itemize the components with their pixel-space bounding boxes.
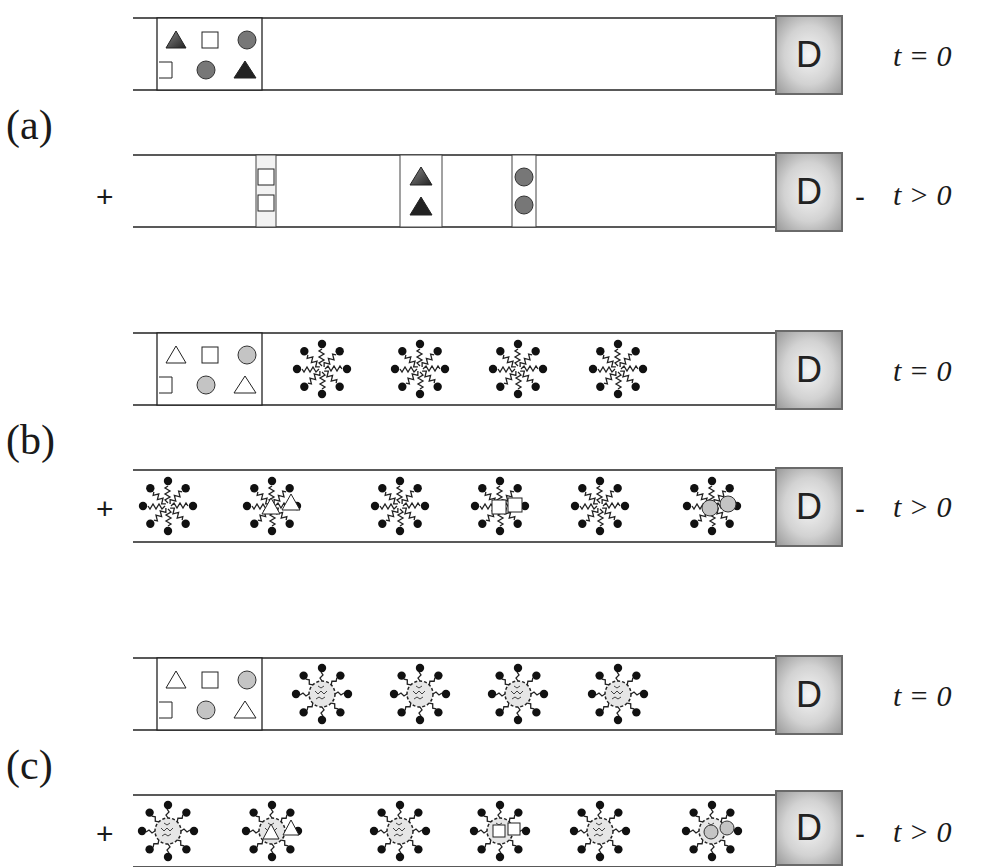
capillary-row (133, 333, 776, 405)
time-label: t = 0 (893, 39, 952, 72)
time-label: t = 0 (893, 679, 952, 712)
time-label: t > 0 (893, 178, 952, 211)
zone-band (256, 155, 276, 227)
detector-label: D (796, 34, 822, 76)
zone-band (512, 155, 536, 227)
polarity-sign: - (855, 180, 865, 213)
detector-label: D (796, 171, 822, 213)
time-label: t > 0 (893, 815, 952, 848)
panel-label: (c) (6, 742, 53, 788)
polarity-sign: - (855, 492, 865, 525)
detector-box: D (775, 330, 843, 410)
polarity-sign: + (96, 492, 114, 525)
panel-label: (a) (6, 102, 53, 148)
polarity-sign: - (855, 817, 865, 850)
polarity-sign: + (96, 180, 114, 213)
polarity-sign: + (96, 817, 114, 850)
capillary-row (133, 795, 776, 867)
panel-label: (b) (6, 417, 55, 463)
capillary-row (133, 155, 776, 227)
detector-label: D (796, 486, 822, 528)
detector-label: D (796, 674, 822, 716)
zone-band (400, 155, 442, 227)
detector-box: D (775, 790, 843, 866)
detector-box: D (775, 15, 843, 95)
detector-box: D (775, 467, 843, 547)
detector-label: D (796, 807, 822, 849)
capillary-row (133, 470, 776, 542)
detector-box: D (775, 152, 843, 232)
detector-box: D (775, 655, 843, 735)
capillary-row (133, 658, 776, 730)
time-label: t = 0 (893, 354, 952, 387)
time-label: t > 0 (893, 490, 952, 523)
detector-label: D (796, 349, 822, 391)
capillary-row (133, 18, 776, 90)
